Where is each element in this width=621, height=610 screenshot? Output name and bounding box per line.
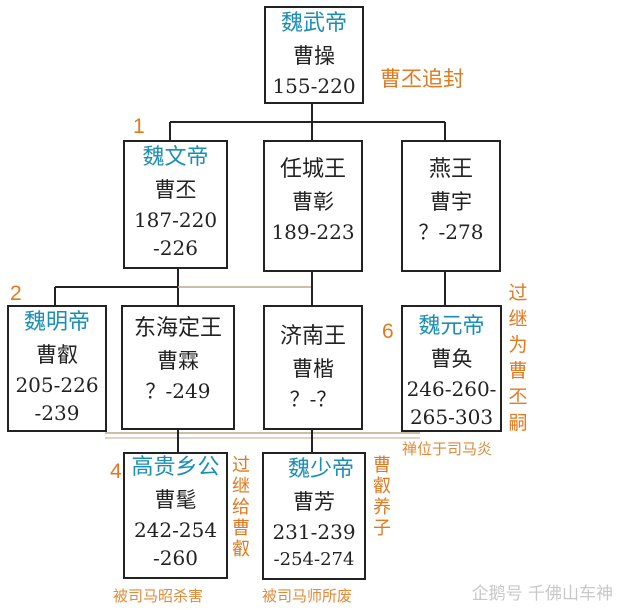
node-name: 曹髦 (154, 488, 197, 512)
order-number: 2 (10, 282, 22, 305)
node-name: 曹彰 (292, 190, 334, 214)
node-title: 燕王 (428, 157, 473, 182)
node-years: 187-220 (133, 208, 218, 232)
adoption-note: 过继给曹叡 (232, 455, 250, 560)
order-number: 6 (382, 320, 394, 343)
node-name: 曹芳 (293, 490, 335, 514)
node-years-end: -254-274 (273, 549, 355, 570)
node-title: 高贵乡公 (131, 455, 220, 480)
node-years: 189-223 (271, 220, 355, 244)
node-cao-rui: 魏明帝 曹叡 205-226 -239 (7, 305, 107, 432)
node-name: 曹宇 (430, 190, 472, 214)
abdication-note: 禅位于司马炎 (402, 440, 493, 458)
node-years: 246-260- (406, 377, 497, 401)
node-title: 魏文帝 (142, 145, 209, 170)
node-title: 任城王 (279, 157, 346, 182)
node-cao-yu: 燕王 曹宇 ？-278 (401, 140, 501, 272)
node-years: 242-254 (133, 518, 218, 542)
node-years-end: -239 (34, 401, 80, 425)
node-years: ？-？ (289, 387, 337, 411)
node-cao-cao: 魏武帝 曹操 155-220 (264, 6, 364, 104)
node-title: 魏明帝 (23, 310, 90, 335)
node-cao-fang: 魏少帝 曹芳 231-239 -254-274 (262, 452, 366, 580)
node-cao-pi: 魏文帝 曹丕 187-220 -226 (123, 140, 228, 269)
node-name: 曹奂 (430, 347, 473, 371)
node-title: 东海定王 (133, 316, 222, 341)
fate-note: 被司马昭杀害 (113, 587, 204, 605)
node-years: ？-278 (418, 220, 484, 244)
fate-note: 被司马师所废 (262, 587, 353, 605)
adoption-note: 曹叡养子 (373, 455, 391, 539)
node-name: 曹操 (293, 44, 335, 68)
node-cao-kai: 济南王 曹楷 ？-？ (263, 305, 363, 430)
order-number: 1 (133, 115, 145, 138)
node-years: 205-226 (15, 373, 99, 397)
node-name: 曹丕 (154, 178, 197, 202)
node-title: 济南王 (279, 324, 346, 349)
node-cao-mao: 高贵乡公 曹髦 242-254 -260 (123, 452, 228, 579)
node-title: 魏少帝 (287, 457, 354, 482)
node-name: 曹霖 (157, 349, 199, 373)
node-cao-huan: 魏元帝 曹奂 246-260- 265-303 (401, 305, 502, 432)
node-years: 155-220 (272, 74, 356, 98)
node-name: 曹楷 (292, 357, 334, 381)
node-years: ？-249 (145, 379, 211, 403)
node-years-end: -226 (153, 236, 198, 260)
root-note: 曹丕追封 (380, 67, 464, 91)
node-years-end: -260 (153, 546, 198, 570)
adoption-note: 过继为曹丕嗣 (508, 282, 528, 434)
node-title: 魏元帝 (418, 314, 485, 339)
order-number: 4 (110, 460, 122, 483)
node-years: 231-239 (272, 520, 356, 544)
node-cao-lin: 东海定王 曹霖 ？-249 (121, 305, 235, 430)
watermark: 企鹅号 千佛山车神 (471, 584, 613, 604)
node-title: 魏武帝 (280, 11, 347, 36)
node-years-end: 265-303 (409, 405, 494, 429)
node-name: 曹叡 (36, 343, 78, 367)
node-cao-zhang: 任城王 曹彰 189-223 (263, 140, 363, 272)
